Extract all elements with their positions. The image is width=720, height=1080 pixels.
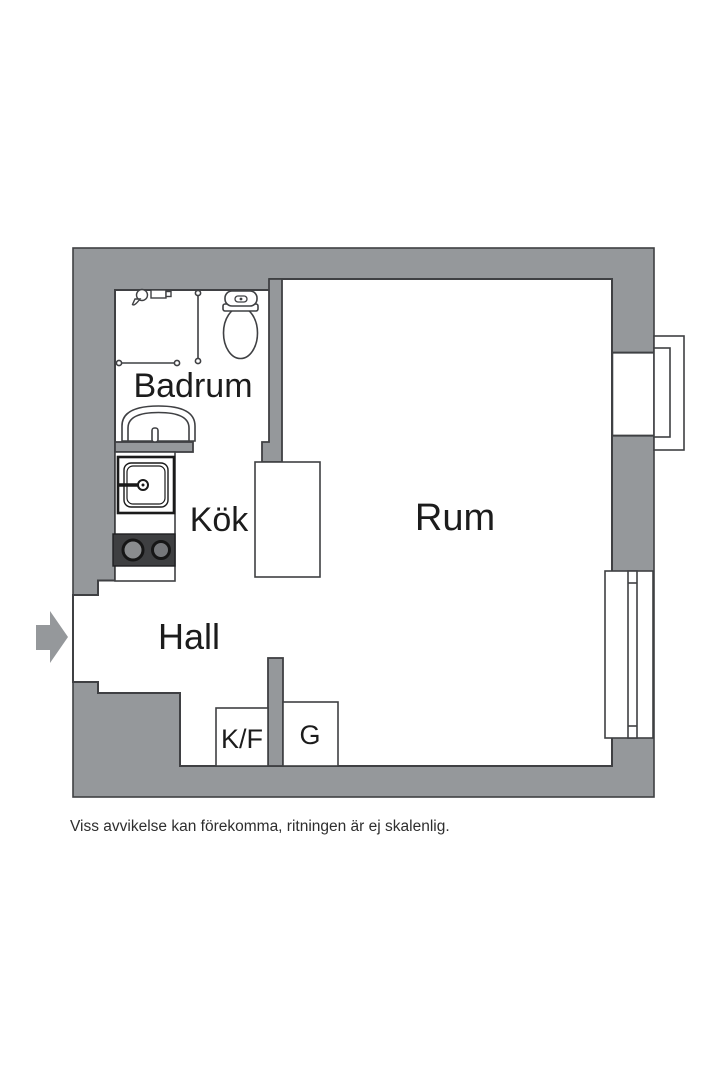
disclaimer: Viss avvikelse kan förekomma, ritningen … [70,818,450,835]
burner-left [121,538,145,562]
kitchen-sink-icon [116,455,176,515]
windows [604,335,685,739]
kitchen-fixtures [112,455,176,567]
bathroom-fixtures [115,288,259,443]
room-labels: Badrum Kök Rum Hall K/F G [133,367,495,754]
kitchen-label: Kök [190,501,250,539]
living-room-label: Rum [415,497,495,539]
shower-boundary-icon [115,289,202,367]
hall-label: Hall [158,616,220,657]
wardrobe-label: G [299,720,320,750]
washbasin-wall [114,441,194,453]
stove-icon [112,533,176,567]
window-opening [613,353,654,435]
shower-mixer-icon [131,288,172,306]
entrance-arrow-icon [36,611,68,663]
kitchen-tall-cabinet [254,461,321,578]
interior-floor [72,278,654,767]
window2-glazing-bar [627,570,638,739]
apartment-interior-floor [72,278,613,767]
disclaimer-text: Viss avvikelse kan förekomma, ritningen … [70,818,450,835]
closet-divider-wall [267,657,284,767]
fridge-freezer-box [215,707,269,767]
toilet-icon [222,290,259,360]
window-frame-inner [653,347,671,438]
burner-right [151,540,171,560]
bathroom-label: Badrum [133,367,252,405]
fridge-freezer-label: K/F [221,724,263,754]
washbasin-icon [121,405,196,443]
wardrobe-box [282,701,339,767]
